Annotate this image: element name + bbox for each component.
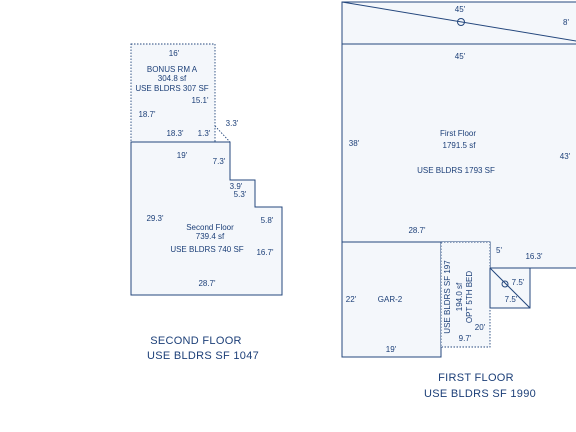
garage-outline [341, 241, 442, 358]
second-floor-plan: 16' BONUS RM A 304.8 sf USE BLDRS 307 SF… [130, 43, 283, 362]
bonus-room-area: 304.8 sf [158, 74, 187, 83]
opt-bed-dim-right: 20' [475, 323, 486, 332]
second-floor-dim-top: 19' [177, 151, 188, 160]
second-floor-dim-step-b: 5.3' [234, 190, 247, 199]
porch-diagonal [341, 1, 576, 42]
second-floor-use: USE BLDRS 740 SF [170, 245, 243, 254]
bonus-dim-right: 15.1' [191, 96, 209, 105]
second-floor-caption: SECOND FLOOR [150, 335, 242, 347]
bonus-dim-top: 16' [169, 49, 180, 58]
bonus-dim-bottom: 18.3' [166, 129, 184, 138]
bonus-room-name: BONUS RM A [147, 65, 198, 74]
second-floor-dim-bottom: 28.7' [198, 279, 216, 288]
second-floor-dim-step-a: 3.9' [230, 182, 243, 191]
second-floor-dim-right: 16.7' [256, 248, 274, 257]
bonus-dim-jog: 1.3' [198, 129, 211, 138]
first-floor-dim-left: 38' [349, 139, 360, 148]
opt-bed-dim-bottom: 9.7' [459, 334, 472, 343]
first-floor-plan: 45' 8' 45' 38' First Floor 1791.5 sf 43'… [341, 1, 576, 400]
opt-bed-area: 194.0 sf [455, 282, 464, 311]
second-floor-name: Second Floor [186, 223, 234, 232]
second-floor-dim-notch: 7.3' [213, 157, 226, 166]
first-floor-area: 1791.5 sf [443, 141, 477, 150]
first-floor-dim-step-v: 5' [496, 246, 502, 255]
second-floor-area: 739.4 sf [196, 232, 225, 241]
small-room-dim-b: 7.5' [505, 295, 518, 304]
porch-dim-right: 8' [563, 18, 569, 27]
bonus-room-diagonal-wall [214, 125, 231, 143]
first-floor-dim-right: 43' [560, 152, 571, 161]
second-floor-outline [130, 141, 283, 296]
garage-name: GAR-2 [378, 295, 403, 304]
opt-bed-name: OPT 5TH BED [465, 271, 474, 324]
small-room-diagonal [489, 267, 531, 309]
first-floor-dim-top: 45' [455, 52, 466, 61]
bonus-dim-diagonal: 3.3' [226, 119, 239, 128]
first-floor-caption: FIRST FLOOR [438, 372, 514, 384]
porch-dim-top: 45' [455, 5, 466, 14]
small-room-dim-a: 7.5' [512, 278, 525, 287]
small-room-marker-circle [501, 280, 509, 288]
bonus-room-use: USE BLDRS 307 SF [135, 84, 208, 93]
first-floor-caption-sf: USE BLDRS SF 1990 [424, 388, 536, 400]
porch-marker-circle [457, 18, 465, 26]
opt-bed-outline [440, 241, 491, 348]
garage-dim-bottom: 19' [386, 345, 397, 354]
bonus-room-outline [130, 43, 216, 143]
first-floor-use: USE BLDRS 1793 SF [417, 166, 495, 175]
first-floor-outline [341, 43, 576, 269]
second-floor-dim-right-small: 5.8' [261, 216, 274, 225]
garage-dim-left: 22' [346, 295, 357, 304]
second-floor-dim-left: 29.3' [146, 214, 164, 223]
first-floor-dim-step-h: 16.3' [525, 252, 543, 261]
second-floor-caption-sf: USE BLDRS SF 1047 [147, 350, 259, 362]
bonus-dim-left: 18.7' [138, 110, 156, 119]
first-floor-dim-inner: 28.7' [408, 226, 426, 235]
opt-bed-use: USE BLDRS SF 197 [443, 260, 452, 334]
first-floor-name: First Floor [440, 129, 476, 138]
